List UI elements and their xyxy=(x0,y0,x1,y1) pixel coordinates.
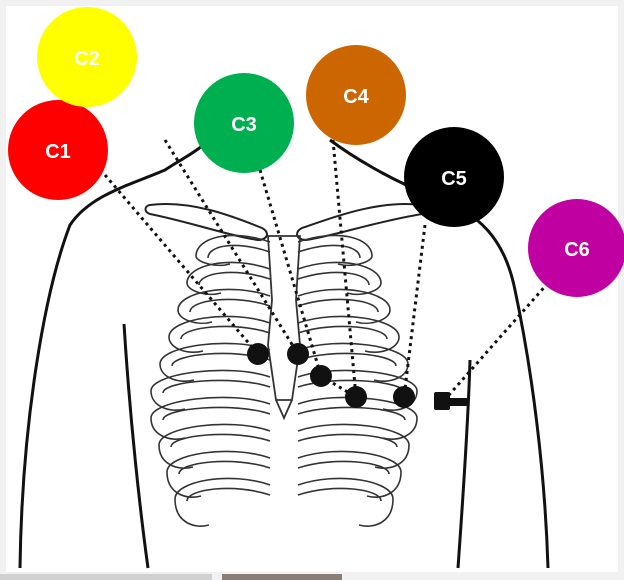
rib-cage xyxy=(151,235,417,526)
electrode-label-c1: C1 xyxy=(45,141,71,163)
electrode-label-c4: C4 xyxy=(343,86,369,108)
wire-c3 xyxy=(260,170,321,376)
contact-c3 xyxy=(310,365,332,387)
rib-l-7 xyxy=(151,397,270,439)
electrode-c5: C5 xyxy=(404,127,504,227)
electrode-c4: C4 xyxy=(306,45,406,145)
bottom-thumbnail-left xyxy=(0,574,212,580)
wire-c5 xyxy=(404,225,425,397)
rib-r-3 xyxy=(298,289,390,323)
electrode-c6: C6 xyxy=(528,199,624,297)
electrode-c1: C1 xyxy=(8,100,108,200)
rib-r-10 xyxy=(298,478,393,526)
contact-c5 xyxy=(393,386,415,408)
rib-l-10 xyxy=(175,478,270,526)
sternum xyxy=(268,236,300,418)
electrode-label-c3: C3 xyxy=(231,114,257,136)
electrode-c2: C2 xyxy=(37,7,137,107)
clavicles xyxy=(146,204,427,240)
electrode-label-c6: C6 xyxy=(564,239,590,261)
electrode-c3: C3 xyxy=(194,73,294,173)
electrode-label-c5: C5 xyxy=(441,168,467,190)
bottom-thumbnail-right xyxy=(222,574,342,580)
rib-l-3 xyxy=(178,289,270,323)
contact-c4 xyxy=(345,386,367,408)
wire-c4 xyxy=(333,140,356,397)
electrode-label-c2: C2 xyxy=(74,48,100,70)
contact-c1 xyxy=(247,343,269,365)
wire-c6 xyxy=(448,283,548,396)
contact-c2 xyxy=(287,343,309,365)
